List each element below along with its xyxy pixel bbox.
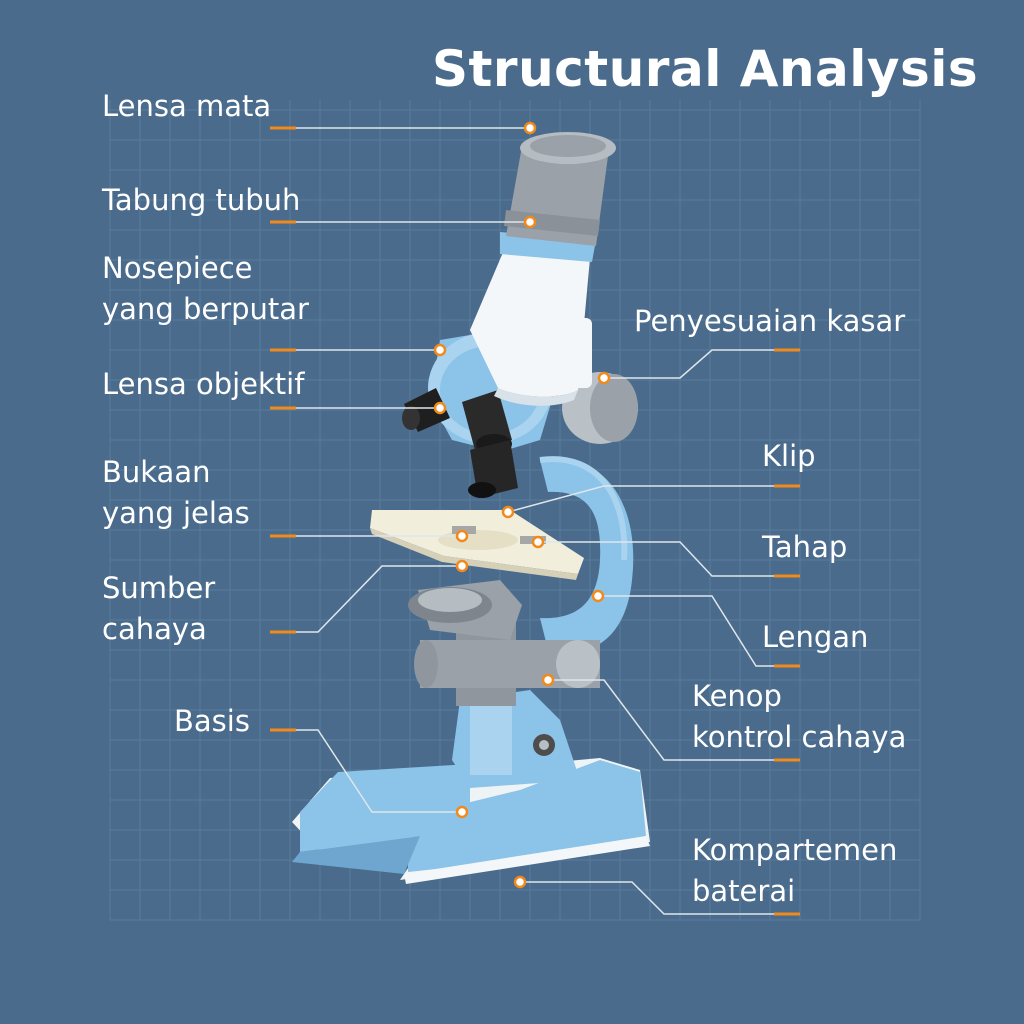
pillar-shape [452,690,580,788]
label-body-tube: Tabung tubuh [102,183,301,217]
label-stage: Tahap [762,530,848,564]
anchor-dot [597,371,611,385]
label-light-source: Sumber cahaya [102,571,216,646]
base-shape [292,758,650,884]
light-source-shape [408,580,522,640]
arm-shape [540,458,634,653]
anchor-dot [513,875,527,889]
page-title: Structural Analysis [432,40,979,98]
label-accents [270,126,800,916]
objective-lenses-shape [402,388,518,498]
label-coarse-adjustment: Penyesuaian kasar [634,304,906,338]
label-eyepiece: Lensa mata [102,89,272,123]
anchor-dot [455,559,469,573]
anchor-dot [523,121,537,135]
leader-lines [270,127,800,915]
anchor-dot [455,529,469,543]
anchor-dot [501,505,515,519]
label-clip: Klip [762,439,816,473]
anchor-dot [591,589,605,603]
anchor-dot [541,673,555,687]
anchor-dot [433,343,447,357]
anchor-dot [531,535,545,549]
label-base: Basis [174,704,250,738]
anchor-dot [523,215,537,229]
body-tube-shape [470,250,590,397]
anchor-dot [433,401,447,415]
label-light-control-knob: Kenop kontrol cahaya [692,679,907,754]
anchor-dots [433,121,611,889]
label-clear-aperture: Bukaan yang jelas [102,455,250,530]
anchor-dot [455,805,469,819]
eyepiece-shape [504,132,616,246]
label-objective-lens: Lensa objektif [102,367,305,401]
label-revolving-nosepiece: Nosepiece yang berputar [102,251,309,326]
label-arm: Lengan [762,620,869,654]
label-battery-compartment: Kompartemen baterai [692,833,898,908]
stage-shape [370,510,584,580]
microscope-illustration [292,132,650,884]
